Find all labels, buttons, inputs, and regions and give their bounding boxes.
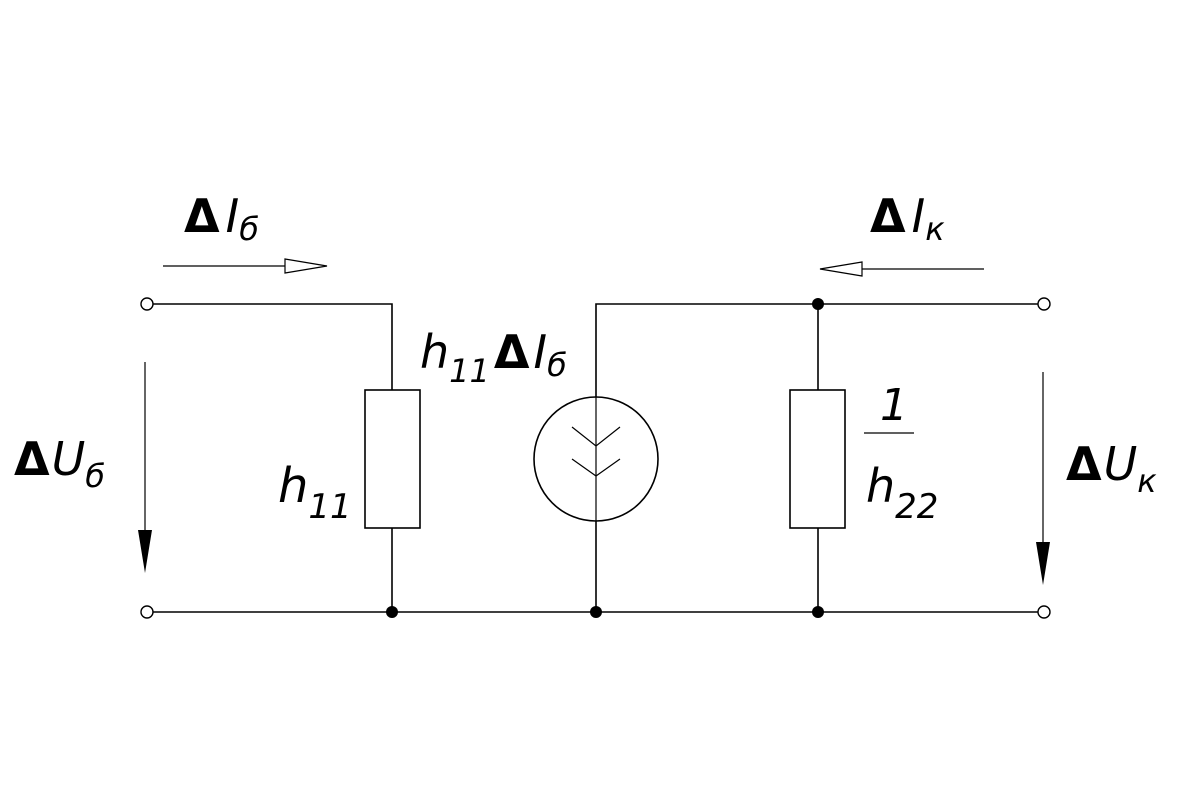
terminal-input-bottom <box>140 605 154 619</box>
source-upper-wire <box>595 303 1038 397</box>
terminal-output-bottom <box>1037 605 1051 619</box>
output-voltage-arrow <box>1036 372 1050 585</box>
input-current-arrowhead <box>284 258 328 274</box>
output-current-arrowhead <box>819 261 863 277</box>
output-voltage-arrowhead <box>1036 542 1050 585</box>
input-current-arrow <box>163 258 328 274</box>
input-voltage-arrow <box>138 362 152 573</box>
resistor-h11-label: h11 <box>278 458 352 527</box>
resistor-h22 <box>789 389 846 529</box>
wires <box>153 303 1038 613</box>
junction-dot <box>386 606 398 618</box>
top-wire-left <box>153 303 393 390</box>
resistor-h11 <box>364 389 421 529</box>
terminal-output-top <box>1037 297 1051 311</box>
output-voltage-label: ΔUк <box>1066 437 1157 500</box>
current-source-label: h11ΔIб <box>420 325 567 390</box>
junction-dot <box>590 606 602 618</box>
terminals <box>140 297 1051 619</box>
resistor-h22-numerator: 1 <box>880 380 908 431</box>
terminal-input-top <box>140 297 154 311</box>
current-source <box>533 396 659 522</box>
junction-dot <box>812 606 824 618</box>
current-source-chevron-upper <box>571 426 621 447</box>
junction-dot <box>812 298 824 310</box>
junctions <box>386 298 824 618</box>
current-source-chevron-lower <box>571 458 621 477</box>
resistor-h22-denominator: h22 <box>866 459 938 527</box>
output-current-arrow <box>819 261 984 277</box>
input-voltage-arrowhead <box>138 530 152 573</box>
input-voltage-label: ΔUб <box>14 432 105 495</box>
